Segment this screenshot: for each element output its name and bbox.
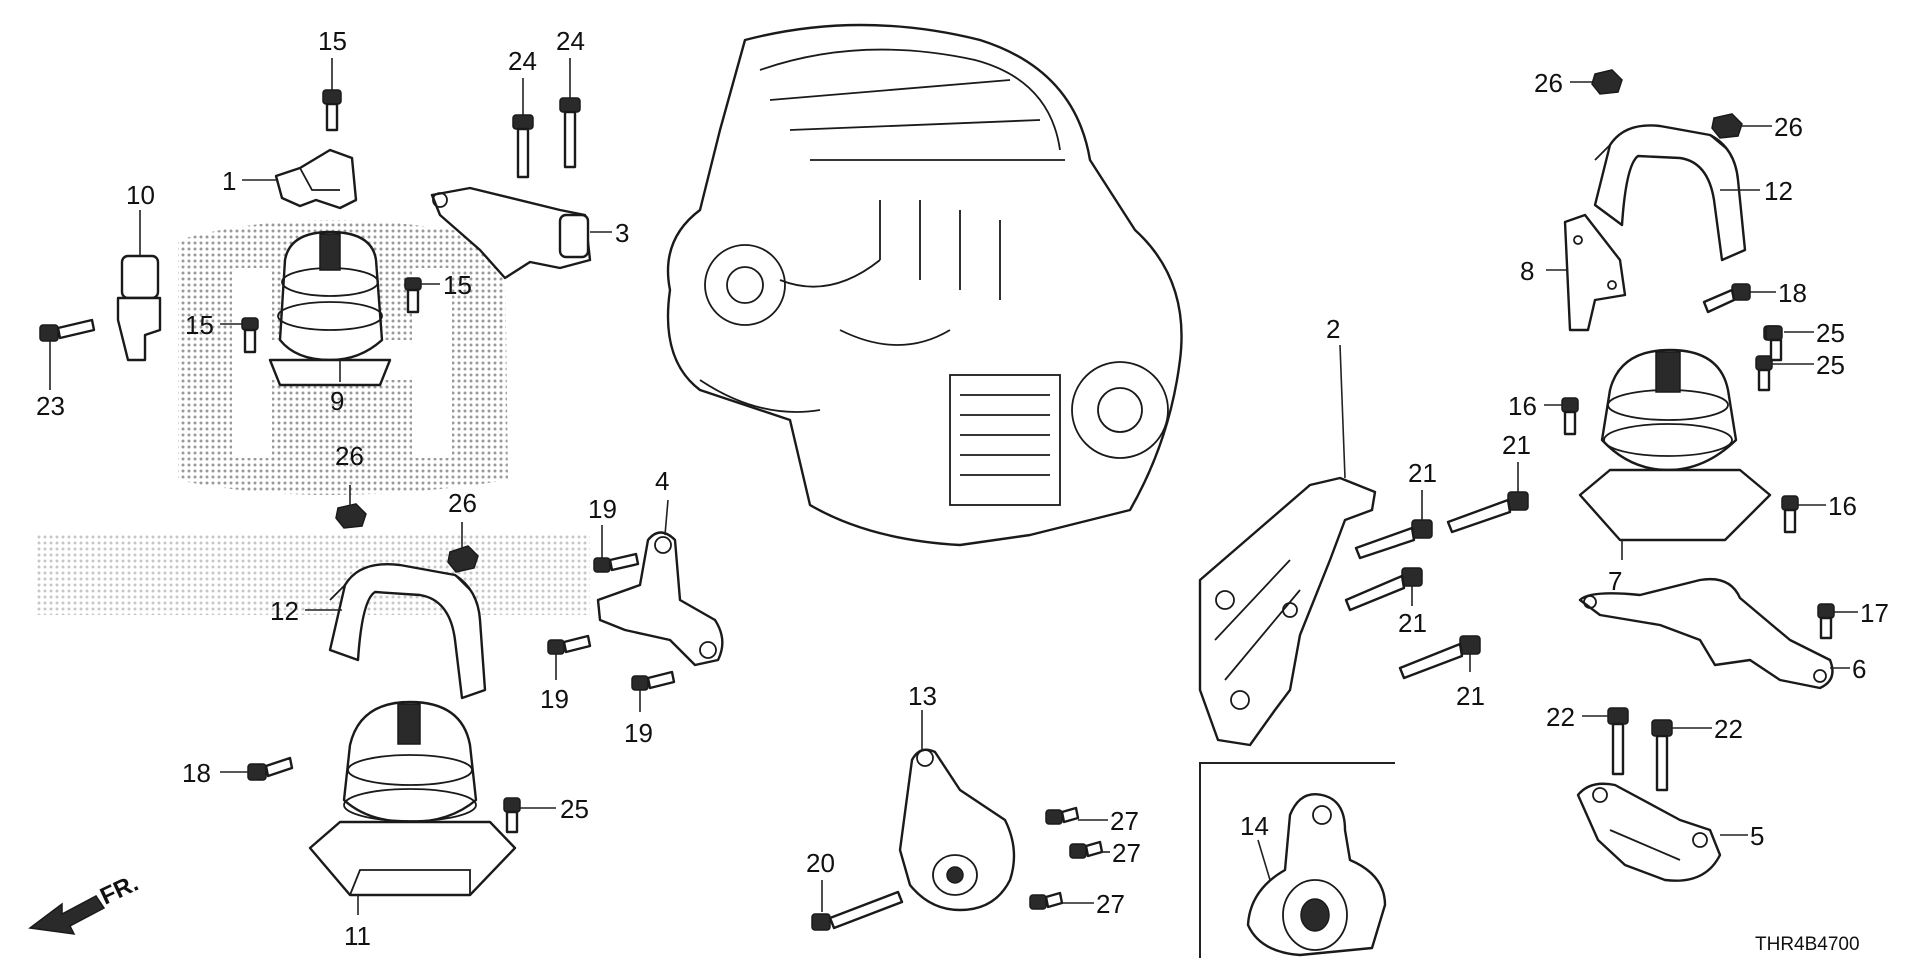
- callout-15-top: 15: [318, 26, 347, 56]
- callout-22-left: 22: [1546, 702, 1575, 732]
- part-12-bracket-left: [305, 563, 487, 700]
- part-10-bushing-bracket: [116, 210, 162, 362]
- callout-15-left: 15: [185, 310, 214, 340]
- callout-14: 14: [1240, 811, 1269, 841]
- nut-26-top-right: [1570, 69, 1623, 95]
- bolt-16-right: [1781, 495, 1826, 534]
- callout-25-right-top: 25: [1816, 350, 1845, 380]
- callout-13: 13: [908, 681, 937, 711]
- callout-21-a: 21: [1408, 458, 1437, 488]
- callout-8: 8: [1520, 256, 1534, 286]
- bolt-23: [39, 318, 96, 390]
- bolt-24-right: [559, 58, 581, 169]
- part-12-bracket-right: [1593, 124, 1760, 262]
- callout-21-d: 21: [1456, 681, 1485, 711]
- bolt-21-c: [1344, 567, 1423, 612]
- front-direction-label: FR.: [96, 870, 142, 911]
- part-13-mount: [898, 710, 1016, 912]
- bolt-27-top: [1045, 806, 1108, 825]
- callout-21-c: 21: [1398, 608, 1427, 638]
- callout-17: 17: [1860, 598, 1889, 628]
- callout-25-left: 25: [560, 794, 589, 824]
- front-direction-arrow-icon: [28, 895, 106, 935]
- bolt-15-right: [404, 277, 440, 314]
- part-4-bracket: [596, 499, 724, 667]
- callout-26-left: 26: [335, 441, 364, 471]
- bolt-21-b: [1446, 462, 1529, 534]
- bolt-21-d: [1398, 635, 1481, 680]
- bolt-25-right-bottom: [1763, 325, 1814, 362]
- callout-7: 7: [1608, 566, 1622, 596]
- callout-10: 10: [126, 180, 155, 210]
- bolt-19-top: [593, 525, 640, 573]
- bolt-20: [811, 880, 904, 931]
- bolt-18-right: [1702, 283, 1776, 314]
- bolt-21-a: [1354, 490, 1433, 560]
- callout-26-top-right: 26: [1534, 68, 1563, 98]
- bolt-22-left: [1582, 707, 1629, 776]
- bolt-17: [1817, 603, 1858, 640]
- callout-27-mid: 27: [1112, 838, 1141, 868]
- bolt-15-left: [220, 317, 259, 354]
- bolt-19-bottom: [631, 670, 676, 712]
- part-2-bracket: [1198, 344, 1377, 747]
- callout-6: 6: [1852, 654, 1866, 684]
- callout-16-left: 16: [1508, 391, 1537, 421]
- callout-23: 23: [36, 391, 65, 421]
- bolt-22-right: [1651, 719, 1712, 792]
- callout-5: 5: [1750, 821, 1764, 851]
- diagram-code: THR4B4700: [1755, 934, 1860, 955]
- engine-transmission-assembly: [666, 23, 1183, 547]
- callout-20: 20: [806, 848, 835, 878]
- callout-21-b: 21: [1502, 430, 1531, 460]
- callout-27-bottom: 27: [1096, 889, 1125, 919]
- callout-26-mid: 26: [448, 488, 477, 518]
- part-7-engine-mount: [1578, 348, 1772, 560]
- callout-15-right: 15: [443, 270, 472, 300]
- callout-4: 4: [655, 466, 669, 496]
- callout-19-top: 19: [588, 494, 617, 524]
- bolt-15-top: [322, 58, 342, 132]
- nut-26-left: [335, 485, 367, 529]
- bolt-27-mid: [1069, 840, 1110, 859]
- callout-18-right: 18: [1778, 278, 1807, 308]
- nut-26-mid: [447, 522, 479, 573]
- callout-25-right-bottom: 25: [1816, 318, 1845, 348]
- callout-3: 3: [615, 218, 629, 248]
- callout-12-right: 12: [1764, 176, 1793, 206]
- bolt-18-left: [220, 756, 294, 781]
- callout-18-left: 18: [182, 758, 211, 788]
- bolt-25-left: [503, 797, 556, 834]
- callout-24-left: 24: [508, 46, 537, 76]
- callout-9: 9: [330, 386, 344, 416]
- part-6-bracket: [1578, 577, 1850, 690]
- bolt-19-left: [547, 634, 592, 680]
- bolt-24-left: [512, 78, 534, 179]
- nut-26-right: [1711, 113, 1772, 139]
- callout-12-left: 12: [270, 596, 299, 626]
- bolt-16-left: [1544, 397, 1579, 436]
- callout-16-right: 16: [1828, 491, 1857, 521]
- part-11-engine-mount: [308, 700, 517, 915]
- bolt-27-bottom: [1029, 891, 1094, 910]
- part-1-bracket: [242, 148, 358, 210]
- callout-2: 2: [1326, 314, 1340, 344]
- part-9-engine-mount: [268, 230, 392, 387]
- inset-box: [1199, 762, 1395, 958]
- part-3-bracket: [430, 186, 612, 280]
- part-14-mount: [1246, 793, 1387, 957]
- callout-11: 11: [344, 921, 371, 951]
- callout-26-right: 26: [1774, 112, 1803, 142]
- callout-19-left: 19: [540, 684, 569, 714]
- bolt-25-right-top: [1755, 355, 1814, 392]
- part-8-plate: [1546, 213, 1627, 332]
- callout-22-right: 22: [1714, 714, 1743, 744]
- callout-27-top: 27: [1110, 806, 1139, 836]
- callout-19-bottom: 19: [624, 718, 653, 748]
- callout-24-right: 24: [556, 26, 585, 56]
- part-5-bracket: [1576, 782, 1748, 882]
- callout-1: 1: [222, 166, 236, 196]
